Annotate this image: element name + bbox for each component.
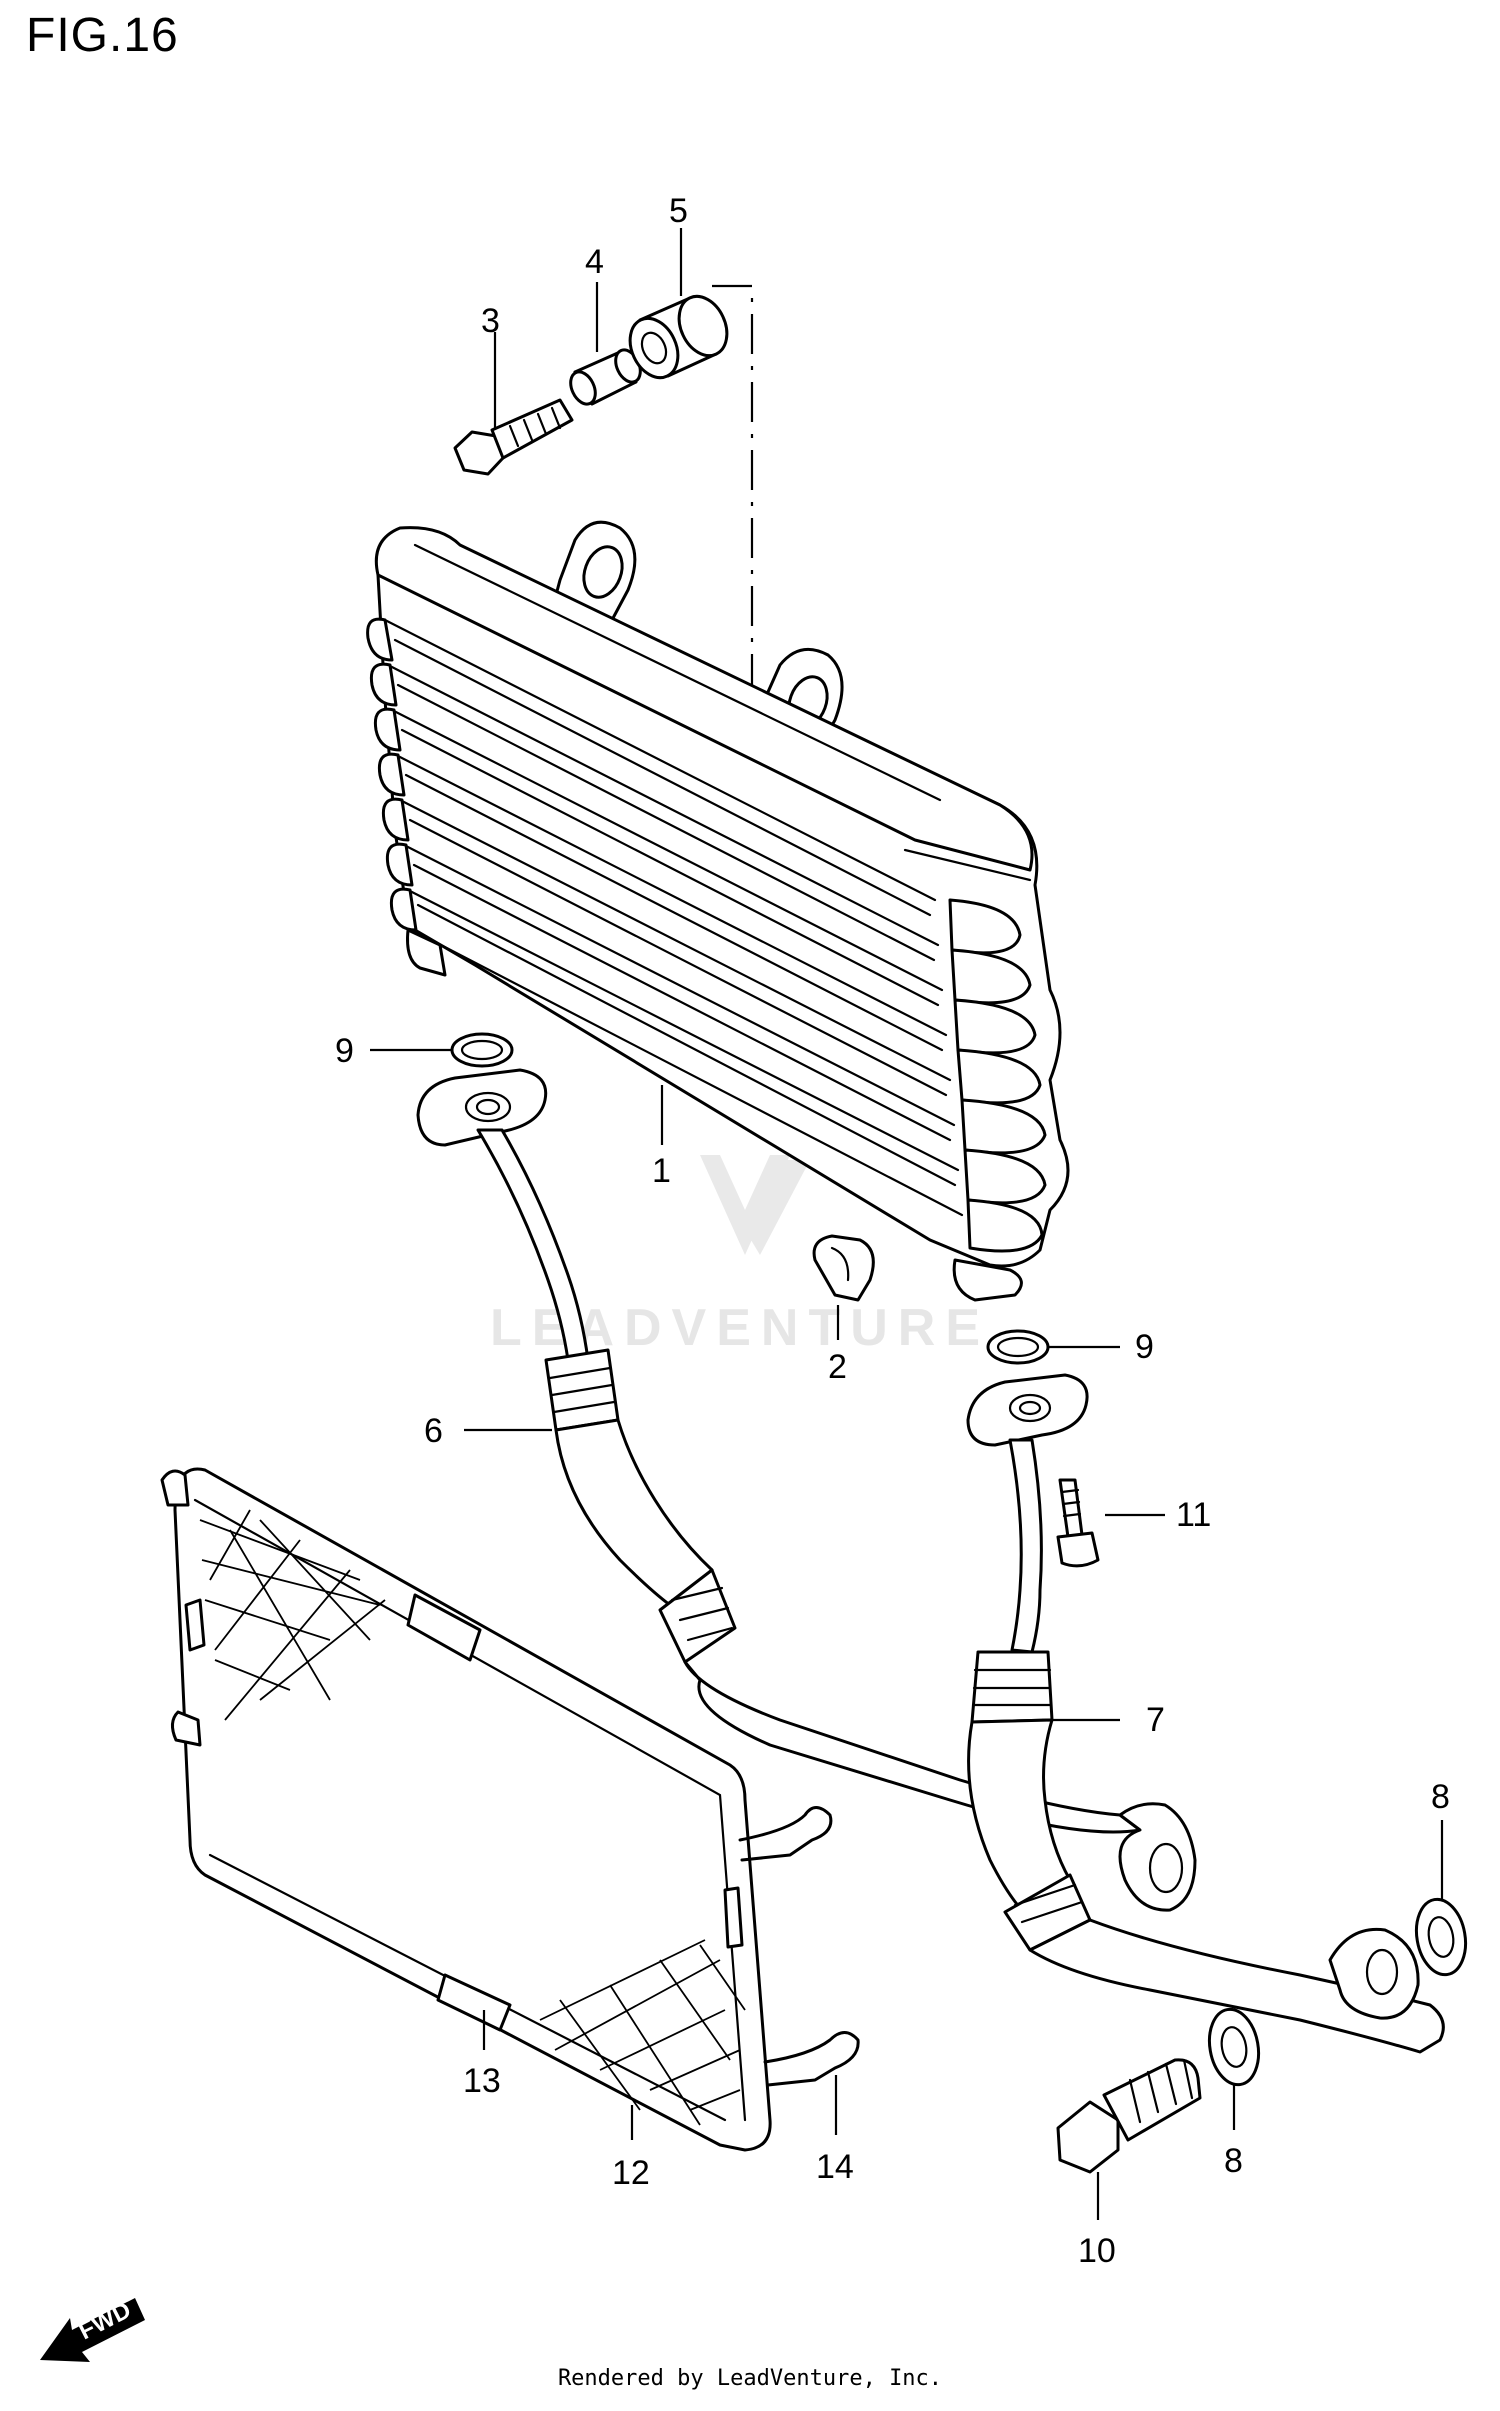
callout-3: 3 [481, 302, 500, 340]
callout-14: 14 [816, 2148, 854, 2186]
forward-direction-indicator: FWD [40, 2296, 145, 2362]
footer-credit: Rendered by LeadVenture, Inc. [557, 2366, 943, 2391]
callout-labels: 3 4 5 1 2 9 9 6 7 11 8 8 10 12 13 14 [335, 192, 1450, 2270]
callout-8-right: 8 [1431, 1778, 1450, 1816]
cooler-guard-part-12[interactable] [160, 1467, 772, 2152]
callout-9-lower: 9 [1135, 1328, 1154, 1366]
bolt-part-11[interactable] [1056, 1478, 1100, 1568]
callout-12: 12 [612, 2154, 650, 2192]
bolt-part-3[interactable] [453, 398, 574, 476]
callout-13: 13 [463, 2062, 501, 2100]
callout-4: 4 [585, 243, 604, 281]
oil-hose-part-6[interactable] [416, 1068, 1197, 1912]
stay-wire-part-14[interactable] [738, 1806, 860, 2087]
callout-2: 2 [828, 1348, 847, 1386]
callout-5: 5 [669, 192, 688, 230]
oil-cooler-part-1[interactable] [366, 520, 1070, 1302]
oil-hose-part-7[interactable] [966, 1373, 1445, 2054]
callout-1: 1 [652, 1152, 671, 1190]
callout-9-upper: 9 [335, 1032, 354, 1070]
rubber-strip-part-13[interactable] [406, 1593, 744, 2032]
washer-part-8-right[interactable] [1411, 1895, 1471, 1978]
o-ring-inner-lower [996, 1336, 1040, 1358]
clamp-part-2[interactable] [812, 1234, 875, 1302]
union-bolt-part-10[interactable] [1056, 2058, 1202, 2174]
callout-10: 10 [1078, 2232, 1116, 2270]
grommet-part-5[interactable] [621, 289, 736, 386]
callout-8-center: 8 [1224, 2142, 1243, 2180]
callout-6: 6 [424, 1412, 443, 1450]
callout-11: 11 [1176, 1496, 1211, 1534]
figure-title: FIG.16 [26, 9, 179, 62]
o-ring-inner-upper [460, 1039, 504, 1061]
callout-7: 7 [1146, 1701, 1165, 1739]
washer-part-8-center[interactable] [1204, 2005, 1264, 2088]
leader-lines [370, 228, 1444, 2220]
